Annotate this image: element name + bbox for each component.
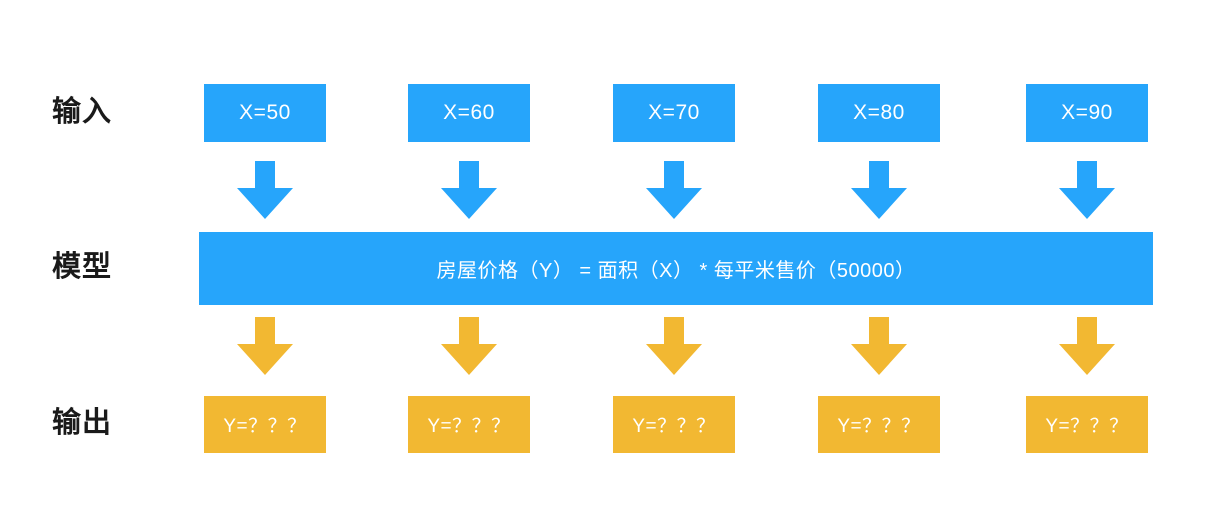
arrow-down-icon-output-3 (644, 317, 704, 377)
arrow-down-icon-output-2 (439, 317, 499, 377)
arrow-down-icon-output-4 (849, 317, 909, 377)
row-label-model: 模型 (52, 251, 113, 283)
arrow-down-icon-output-1 (235, 317, 295, 377)
input-box-2[interactable]: X=60 (408, 84, 530, 142)
output-box-3[interactable]: Y=？？？ (613, 396, 735, 453)
input-box-3[interactable]: X=70 (613, 84, 735, 142)
input-box-5[interactable]: X=90 (1026, 84, 1148, 142)
output-box-2[interactable]: Y=？？？ (408, 396, 530, 453)
model-formula-bar[interactable]: 房屋价格（Y） = 面积（X） * 每平米售价（50000） (199, 232, 1153, 305)
output-box-1[interactable]: Y=？？？ (204, 396, 326, 453)
arrow-down-icon-input-5 (1057, 161, 1117, 221)
arrow-down-icon-input-2 (439, 161, 499, 221)
row-label-input: 输入 (52, 96, 113, 128)
arrow-down-icon-input-1 (235, 161, 295, 221)
input-box-4[interactable]: X=80 (818, 84, 940, 142)
arrow-down-icon-input-3 (644, 161, 704, 221)
row-label-output: 输出 (52, 407, 113, 439)
arrow-down-icon-output-5 (1057, 317, 1117, 377)
output-box-4[interactable]: Y=？？？ (818, 396, 940, 453)
input-box-1[interactable]: X=50 (204, 84, 326, 142)
arrow-down-icon-input-4 (849, 161, 909, 221)
output-box-5[interactable]: Y=？？？ (1026, 396, 1148, 453)
